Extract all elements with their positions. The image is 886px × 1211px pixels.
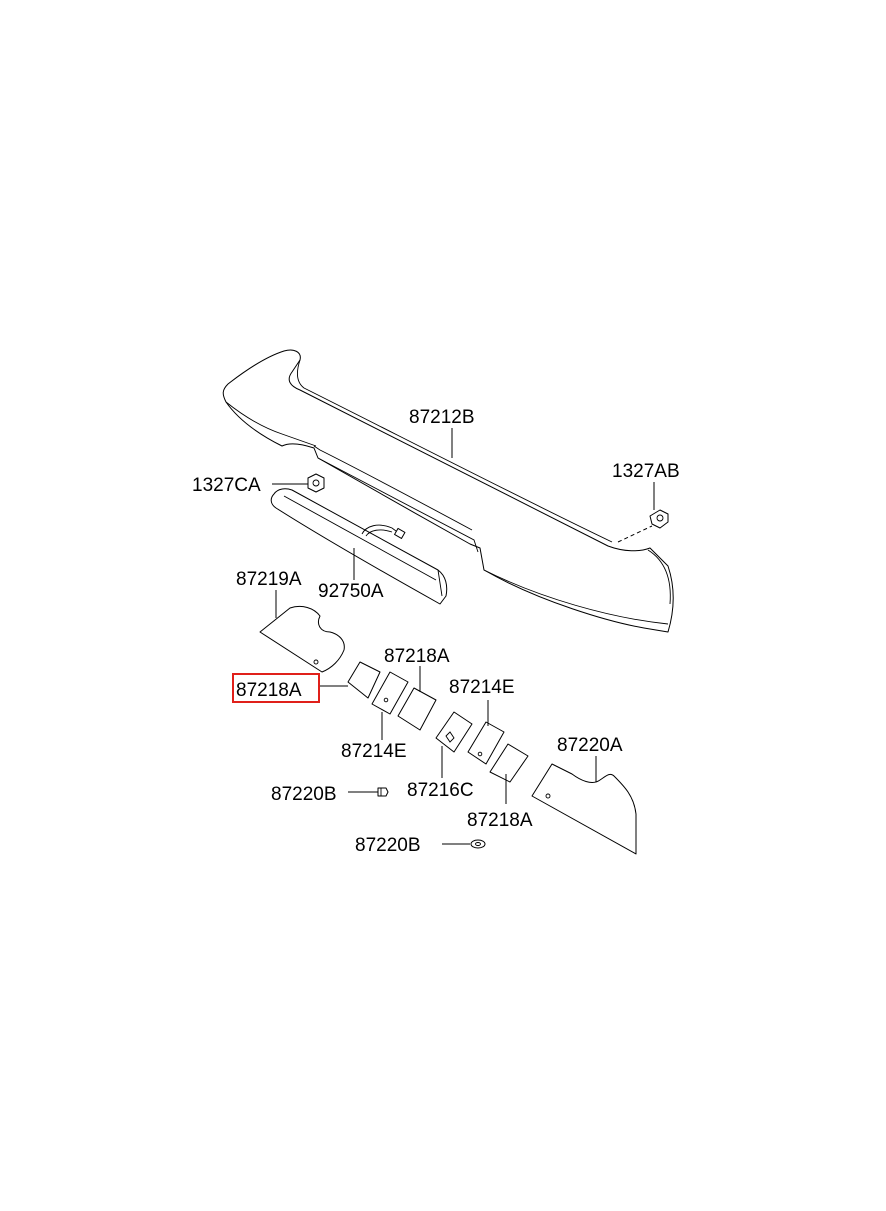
tape-87218A-lower[interactable]: 87218A bbox=[467, 743, 533, 831]
label-87214E-right: 87214E bbox=[449, 677, 515, 698]
label-87216C: 87216C bbox=[407, 780, 474, 801]
pad-87220A[interactable]: 87220A bbox=[531, 735, 637, 855]
label-1327CA: 1327CA bbox=[192, 475, 261, 496]
tape-87216C[interactable]: 87216C bbox=[407, 711, 474, 801]
rear-spoiler[interactable]: 87212B bbox=[222, 349, 674, 633]
label-87218A-lower: 87218A bbox=[467, 810, 533, 831]
nut-1327AB[interactable]: 1327AB bbox=[612, 461, 680, 543]
label-87220B-upper: 87220B bbox=[271, 784, 337, 805]
label-87214E-left: 87214E bbox=[341, 741, 407, 762]
label-92750A: 92750A bbox=[318, 581, 384, 602]
label-87220B-lower: 87220B bbox=[355, 835, 421, 856]
tape-87218A-highlighted[interactable]: 87218A bbox=[232, 661, 381, 703]
stop-lamp-92750A[interactable]: 92750A bbox=[270, 488, 448, 605]
label-87212B: 87212B bbox=[409, 407, 475, 428]
tape-87214E-left[interactable]: 87214E bbox=[341, 671, 409, 762]
bolt-87220B-lower[interactable]: 87220B bbox=[355, 835, 486, 856]
label-87218A-highlighted: 87218A bbox=[236, 680, 302, 701]
label-1327AB: 1327AB bbox=[612, 461, 680, 482]
label-87220A: 87220A bbox=[557, 735, 623, 756]
tape-87214E-right[interactable]: 87214E bbox=[449, 677, 515, 765]
highlight-box bbox=[232, 673, 320, 703]
pad-87219A[interactable]: 87219A bbox=[236, 569, 345, 673]
label-87218A-upper: 87218A bbox=[384, 646, 450, 667]
nut-1327CA[interactable]: 1327CA bbox=[192, 473, 325, 496]
tape-87218A-upper[interactable]: 87218A bbox=[384, 646, 450, 731]
label-87219A: 87219A bbox=[236, 569, 302, 590]
bolt-87220B-upper[interactable]: 87220B bbox=[271, 784, 389, 805]
